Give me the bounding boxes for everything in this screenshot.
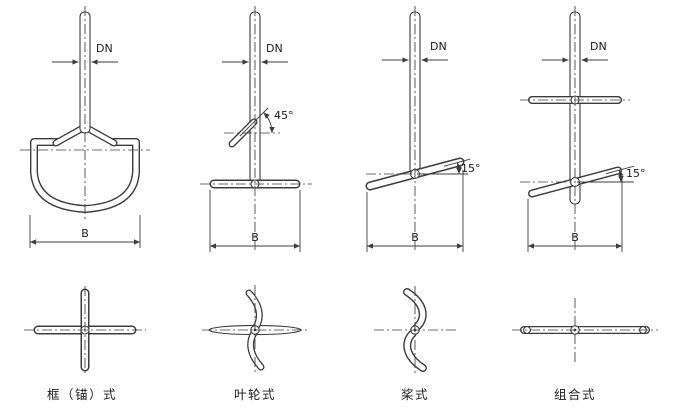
b-dimension <box>29 215 141 248</box>
plan-view <box>374 286 456 374</box>
combined-column: DN 15° B 组合式 <box>512 6 658 402</box>
dn-label: DN <box>430 40 447 53</box>
b-label: B <box>251 231 259 244</box>
centerlines <box>520 6 630 252</box>
paddle-column: DN 15° B 桨式 <box>365 6 481 402</box>
impeller-column: DN 45° B 叶轮式 <box>200 6 312 402</box>
centerlines <box>20 6 150 222</box>
frame-anchor-column: DN B 框（锚）式 <box>20 6 150 402</box>
angle-label: 45° <box>274 109 294 122</box>
type-label: 叶轮式 <box>234 387 276 402</box>
dn-label: DN <box>266 42 283 55</box>
dn-label: DN <box>96 42 113 55</box>
angle-label: 15° <box>461 162 481 175</box>
centerlines <box>200 6 312 252</box>
angle-annotation <box>239 107 275 137</box>
plan-view <box>24 286 146 374</box>
plan-view <box>202 285 308 375</box>
plan-view <box>512 298 658 362</box>
b-label: B <box>411 231 419 244</box>
dn-label: DN <box>590 40 607 53</box>
centerlines <box>366 6 416 252</box>
b-label: B <box>571 231 579 244</box>
shaft <box>409 11 421 175</box>
angle-label: 15° <box>626 167 646 180</box>
angle-annotation <box>417 158 471 175</box>
type-label: 桨式 <box>401 387 429 402</box>
b-label: B <box>81 227 89 240</box>
type-label: 框（锚）式 <box>47 387 117 402</box>
type-label: 组合式 <box>554 387 596 402</box>
angle-annotation <box>577 165 635 183</box>
